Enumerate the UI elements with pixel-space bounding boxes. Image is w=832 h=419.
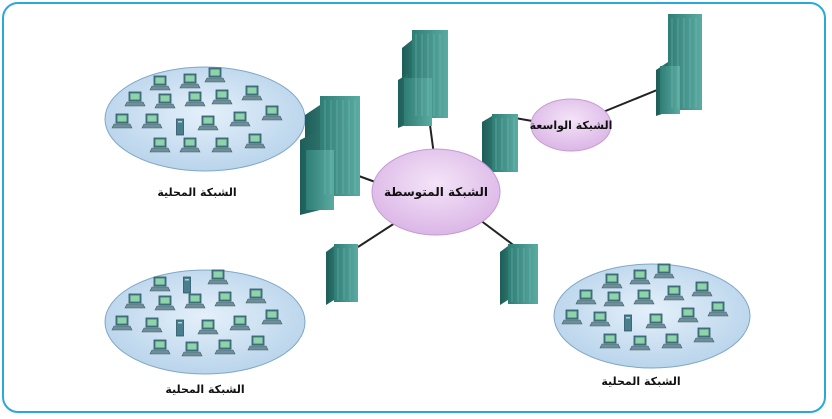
building-icon bbox=[482, 114, 518, 176]
man-label: الشبكة المتوسطة bbox=[384, 185, 488, 200]
building-icon bbox=[326, 244, 358, 305]
building-icon bbox=[300, 96, 360, 215]
lan-label-top-left: الشبكة المحلية bbox=[157, 186, 236, 199]
lan-label-bottom-left: الشبكة المحلية bbox=[165, 383, 244, 396]
building-windows bbox=[324, 18, 697, 302]
diagram-frame bbox=[2, 2, 826, 413]
building-icon bbox=[656, 14, 702, 116]
man-bubble: الشبكة المتوسطة bbox=[371, 148, 501, 236]
wan-label: الشبكة الواسعة bbox=[530, 119, 613, 132]
lan-label-bottom-right: الشبكة المحلية bbox=[601, 375, 680, 388]
building-icon bbox=[398, 30, 448, 128]
building-icon bbox=[500, 244, 538, 305]
wan-bubble: الشبكة الواسعة bbox=[530, 98, 613, 152]
